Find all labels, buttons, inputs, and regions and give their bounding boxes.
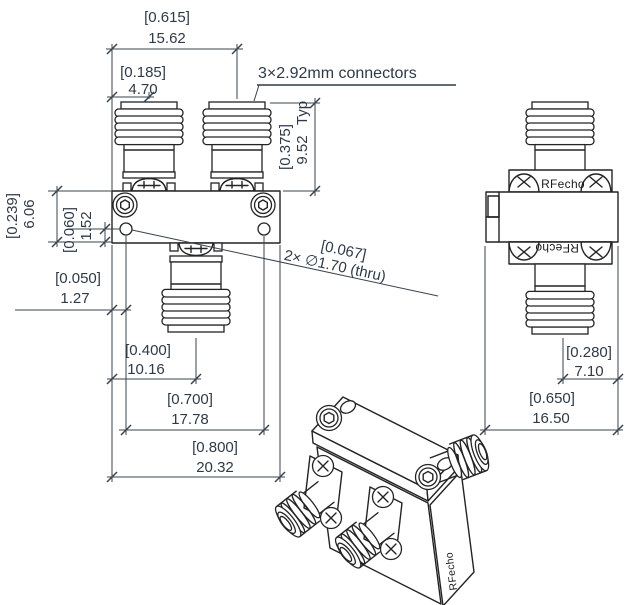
dim-total-depth-mm: 16.50	[532, 410, 570, 427]
connector-callout-text: 3×2.92mm connectors	[258, 65, 417, 82]
path-shape	[557, 246, 623, 435]
dim-port3-offset-mm: 10.16	[127, 361, 165, 378]
iso-right-face	[429, 470, 475, 605]
dim-body-height-inch: [0.239]	[4, 193, 21, 239]
dim-total-width: [0.800] 20.32	[106, 245, 286, 483]
hex-screw-right	[250, 192, 276, 218]
path-shape	[270, 98, 320, 196]
thru-hole-left	[119, 222, 133, 236]
dim-hole-from-bottom-mm: 1.52	[78, 211, 95, 240]
thru-hole-right	[257, 222, 271, 236]
path-shape	[107, 338, 201, 384]
dim-port3-offset-inch: [0.400]	[125, 342, 171, 359]
dim-body-height: [0.239] 6.06	[4, 185, 112, 248]
dim-total-width-inch: [0.800]	[192, 439, 238, 456]
use-shape	[210, 171, 264, 192]
use-shape	[161, 261, 231, 333]
dim-top-offset-inch: [0.185]	[120, 64, 166, 81]
dim-port-offset-mm: 7.10	[574, 363, 603, 380]
path-shape	[48, 186, 112, 247]
use-shape	[122, 171, 176, 192]
dim-total-depth-inch: [0.650]	[529, 390, 575, 407]
hex-screw-left	[112, 192, 138, 218]
port3-connector	[161, 242, 231, 333]
port2-connector	[202, 101, 272, 192]
side-tab-detail	[487, 195, 500, 218]
dim-hole-span: [0.700] 17.78	[119, 236, 270, 436]
connector-callout: 3×2.92mm connectors	[253, 65, 456, 102]
dim-hole-span-inch: [0.700]	[167, 391, 213, 408]
dim-body-height-mm: 6.06	[21, 199, 38, 228]
dim-total-width-mm: 20.32	[196, 459, 234, 476]
side-top-connector	[525, 101, 595, 173]
dim-port3-offset: [0.400] 10.16	[106, 338, 202, 385]
use-shape	[371, 485, 395, 509]
brand-engraving-bottom: RFecho	[535, 241, 579, 255]
dim-hole-from-edge-inch: [0.050]	[55, 270, 101, 287]
dim-top-span: [0.615] 15.62	[106, 9, 243, 191]
iso-socket-screw-2	[414, 463, 442, 491]
line-shape	[131, 229, 439, 297]
path-shape	[480, 246, 623, 435]
brand-engraving-iso: RFecho	[443, 551, 460, 591]
dim-hole-from-edge-mm: 1.27	[60, 290, 89, 307]
dim-total-depth: [0.650] 16.50	[479, 246, 624, 436]
use-shape	[169, 242, 223, 263]
side-bottom-connector	[525, 263, 595, 335]
iso-socket-screw-1	[315, 404, 343, 432]
isometric-view: RFecho	[270, 396, 494, 605]
path-shape	[107, 245, 285, 482]
dim-hole-span-mm: 17.78	[171, 411, 209, 428]
dim-connector-height: [0.375] 9.52 Typ	[270, 97, 321, 197]
dim-connector-height-mm: 9.52	[294, 135, 311, 164]
use-shape	[202, 101, 272, 173]
use-shape	[311, 454, 335, 478]
dim-top-span-mm: 15.62	[148, 30, 186, 47]
g-shape: [0.067] 2× ∅1.70 (thru)	[283, 237, 388, 285]
dim-top-offset-mm: 4.70	[128, 81, 157, 98]
dim-port-offset-inch: [0.280]	[566, 344, 612, 361]
dim-hole-from-bottom: [0.060] 1.52	[61, 207, 120, 253]
dim-connector-height-inch: [0.375]	[277, 124, 294, 170]
use-shape	[114, 101, 184, 173]
dim-hole-from-edge: [0.050] 1.27	[15, 236, 132, 482]
front-view	[111, 101, 281, 333]
side-view: RFecho RFecho	[485, 101, 619, 335]
dim-hole-from-bottom-inch: [0.060]	[61, 207, 78, 253]
dim-port-offset: [0.280] 7.10	[557, 246, 624, 435]
path-shape	[119, 236, 269, 435]
path-shape	[106, 44, 243, 191]
dim-top-span-inch: [0.615]	[144, 9, 190, 26]
port1-connector	[114, 101, 184, 192]
dim-top-offset: [0.185] 4.70	[106, 64, 166, 103]
iso-thru-hole-1	[339, 400, 357, 414]
line-shape	[253, 84, 260, 102]
dim-connector-height-typ: Typ	[294, 101, 311, 125]
side-body-outline	[485, 191, 619, 243]
brand-engraving-top: RFecho	[541, 177, 585, 191]
